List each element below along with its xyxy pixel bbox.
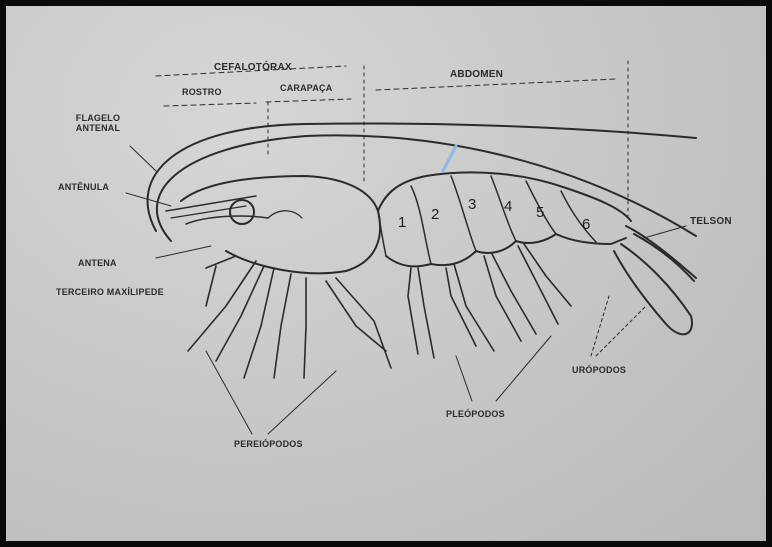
label-antenula: ANTÊNULA [58, 183, 109, 193]
label-pleopodos: PLEÓPODOS [446, 410, 505, 420]
segment-number: 1 [398, 214, 406, 231]
segment-number: 3 [468, 196, 476, 213]
label-cefalotorax: CEFALOTÓRAX [214, 62, 292, 73]
label-telson: TELSON [690, 216, 732, 227]
label-pereiopodos: PEREIÓPODOS [234, 440, 303, 450]
label-uropodos: URÓPODOS [572, 366, 626, 376]
carapace [166, 176, 380, 273]
label-terceiro-maxilipede: TERCEIRO MAXÍLIPEDE [56, 288, 164, 298]
shrimp-drawing [6, 6, 766, 541]
label-flagelo-antenal: FLAGELO ANTENAL [68, 114, 128, 134]
segment-number: 6 [582, 216, 590, 233]
label-antena: ANTENA [78, 259, 117, 269]
segment-number: 2 [431, 206, 439, 223]
label-abdomen: ABDOMEN [450, 69, 503, 80]
segment-number: 5 [536, 204, 544, 221]
diagram-frame: 1 2 3 4 5 6 CEFALOTÓRAX ROSTRO CARAPAÇA … [6, 6, 766, 541]
abdomen-segments [378, 172, 631, 266]
pereiopods [188, 256, 391, 378]
pin-mark [443, 146, 456, 171]
label-rostro: ROSTRO [182, 88, 222, 98]
label-carapaca: CARAPAÇA [280, 84, 332, 94]
segment-number: 4 [504, 198, 512, 215]
telson-uropods [614, 226, 696, 334]
